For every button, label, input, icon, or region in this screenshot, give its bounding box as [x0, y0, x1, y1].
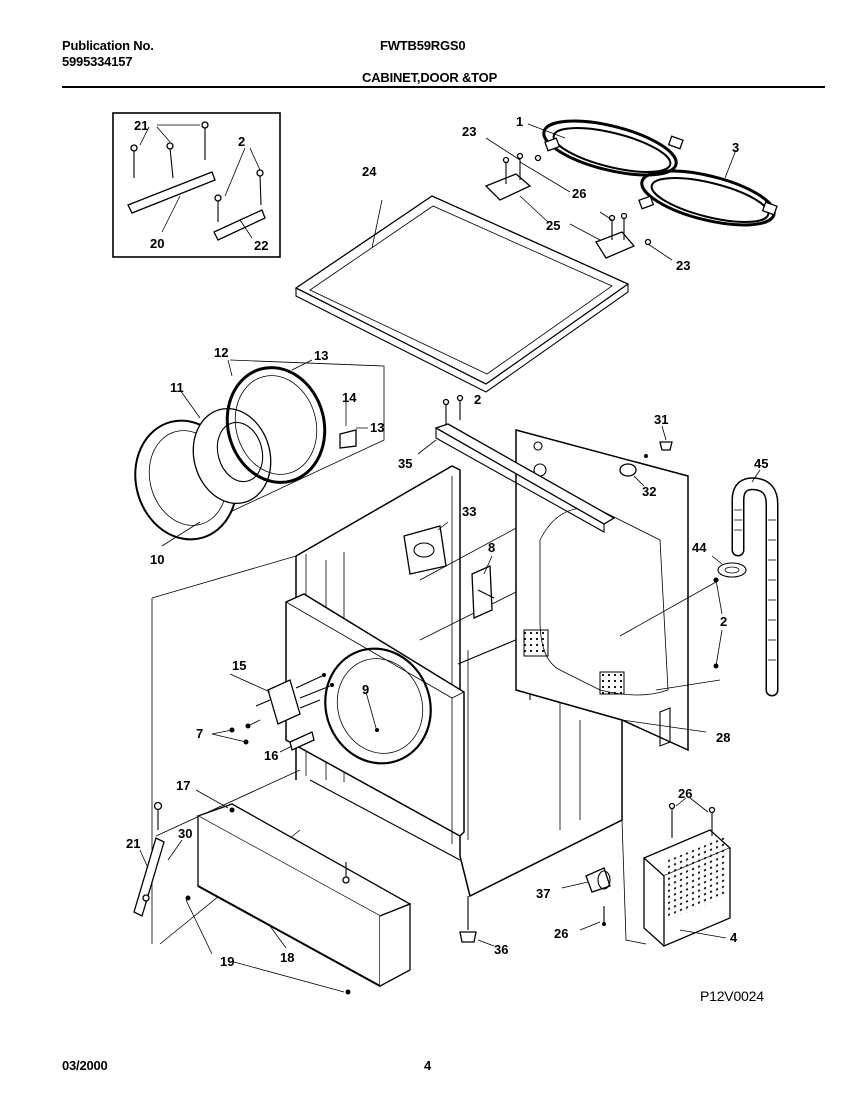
bracket-30 [133, 801, 183, 917]
callout-24: 24 [362, 164, 377, 179]
callout-35: 35 [398, 456, 412, 471]
ring-44 [717, 562, 747, 578]
callout-7: 7 [196, 726, 203, 741]
latch-14 [339, 429, 357, 449]
callout-4: 4 [730, 930, 738, 945]
small-parts [403, 425, 673, 619]
callout-labels: 1 2 2 2 3 4 7 8 9 10 11 12 13 13 14 15 1… [126, 114, 768, 969]
callout-11: 11 [170, 380, 184, 395]
callout-8: 8 [488, 540, 495, 555]
callout-31: 31 [654, 412, 668, 427]
callout-25: 25 [546, 218, 560, 233]
callout-2: 2 [474, 392, 481, 407]
callout-14: 14 [342, 390, 357, 405]
callout-1: 1 [516, 114, 523, 129]
model-number: FWTB59RGS0 [380, 38, 466, 53]
callout-2: 2 [720, 614, 727, 629]
inlet-hose-3 [638, 169, 778, 227]
hinge-15 [211, 673, 334, 745]
section-title: CABINET,DOOR &TOP [362, 70, 498, 85]
callout-21: 21 [126, 836, 140, 851]
callout-3: 3 [732, 140, 739, 155]
callout-33: 33 [462, 504, 476, 519]
callout-12: 12 [214, 345, 228, 360]
callout-26: 26 [554, 926, 568, 941]
callout-22: 22 [254, 238, 268, 253]
callout-9: 9 [362, 682, 369, 697]
callout-16: 16 [264, 748, 278, 763]
plug-31 [659, 441, 673, 451]
callout-15: 15 [232, 658, 246, 673]
pump-37 [561, 867, 611, 893]
callout-26: 26 [678, 786, 692, 801]
valve-33 [403, 525, 447, 575]
inlet-hose-1 [542, 119, 684, 177]
bracket-20 [127, 171, 216, 214]
callout-23: 23 [462, 124, 476, 139]
cover-panel-4 [621, 797, 732, 947]
callout-17: 17 [176, 778, 190, 793]
callout-36: 36 [494, 942, 508, 957]
callout-26: 26 [572, 186, 586, 201]
screw-group-21 [130, 121, 264, 222]
callout-2: 2 [238, 134, 245, 149]
callout-13: 13 [314, 348, 328, 363]
diagram-code: P12V0024 [700, 988, 764, 1004]
footer-date: 03/2000 [62, 1058, 108, 1073]
callout-18: 18 [280, 950, 294, 965]
callout-44: 44 [692, 540, 707, 555]
callout-19: 19 [220, 954, 234, 969]
publication-number: 5995334157 [62, 54, 133, 69]
kick-panel-18 [185, 789, 412, 995]
publication-label: Publication No. [62, 38, 154, 53]
top-panel-24 [294, 195, 630, 393]
header-rule [62, 86, 825, 88]
callout-23: 23 [676, 258, 690, 273]
back-panel-28 [515, 429, 721, 752]
foot-36 [459, 896, 495, 947]
bracket-16 [289, 731, 315, 751]
callout-37: 37 [536, 886, 550, 901]
callout-10: 10 [150, 552, 164, 567]
callout-20: 20 [150, 236, 164, 251]
callout-13: 13 [370, 420, 384, 435]
grommet-32 [619, 463, 637, 477]
callout-30: 30 [178, 826, 192, 841]
callout-32: 32 [642, 484, 656, 499]
callout-28: 28 [716, 730, 730, 745]
front-panel-9 [285, 593, 465, 837]
door-assembly [134, 359, 385, 547]
drain-hose-45 [731, 469, 779, 697]
top-hinge-brackets [484, 137, 673, 261]
callout-45: 45 [754, 456, 768, 471]
top-rail-35 [417, 394, 616, 533]
callout-21: 21 [134, 118, 148, 133]
page-number: 4 [424, 1058, 432, 1073]
inset-bracket-box [112, 112, 281, 258]
bracket-22 [213, 209, 266, 241]
